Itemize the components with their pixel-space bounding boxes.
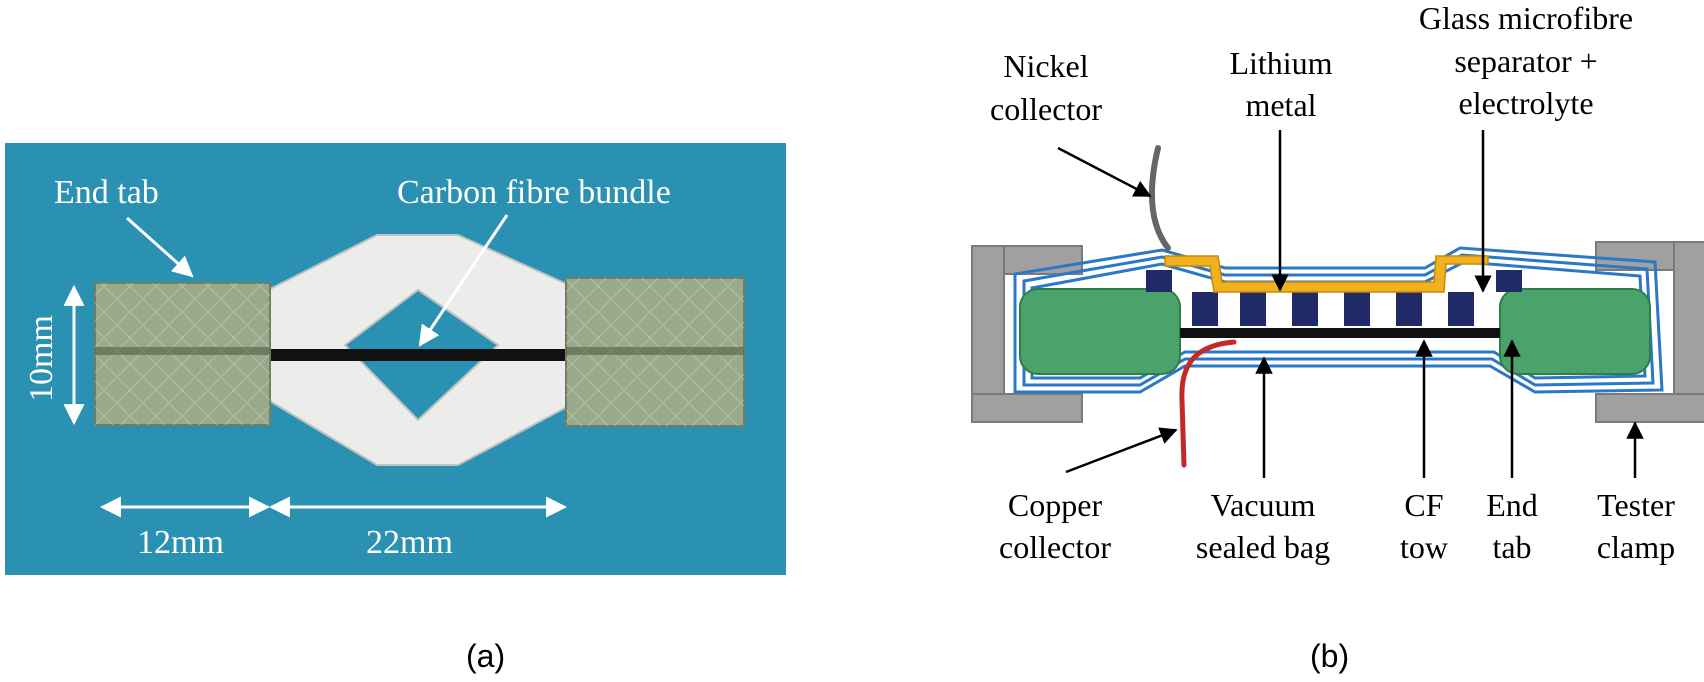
vacuum-label-line2: sealed bag [1196,529,1330,565]
tester-label-line1: Tester [1597,487,1675,523]
panel-b-diagram: Nickel collector Lithium metal Glass mic… [971,0,1704,565]
cf-label-line2: tow [1400,529,1448,565]
copper-collector [1179,339,1237,468]
lithium-label-line1: Lithium [1229,45,1332,81]
endtab-label-line2: tab [1492,529,1531,565]
height-dimension-label: 10mm [23,315,60,402]
panel-a-photo: End tab Carbon fibre bundle 10mm 12mm 22… [5,143,786,575]
copper-label-line2: collector [999,529,1111,565]
glass-label-line2: separator + [1454,43,1597,79]
vacuum-label-line1: Vacuum [1211,487,1316,523]
tester-clamp-left [971,245,1083,423]
cf-tow [1180,328,1500,338]
cf-label-line1: CF [1404,487,1443,523]
end-tab-left-fibre [95,347,270,355]
bundle-arrow [418,214,509,347]
tester-label-line2: clamp [1597,529,1675,565]
tester-clamp-right [1595,241,1704,423]
endtab-label-line1: End [1486,487,1538,523]
nickel-collector [1149,145,1171,251]
copper-label-line1: Copper [1008,487,1103,523]
nickel-arrow [1057,146,1152,198]
tab-width-dimension-label: 12mm [137,524,224,561]
vacuum-bag-outer [1013,246,1664,394]
end-tab-left-block [1019,288,1181,375]
panel-a-label: (a) [466,638,505,674]
glass-separator [1146,270,1522,326]
carbon-fibre-bundle [250,349,590,361]
end-tab-label: End tab [54,174,159,211]
nickel-label-line2: collector [990,91,1102,127]
nickel-label-line1: Nickel [1003,48,1088,84]
panel-b-label: (b) [1310,638,1349,674]
end-tab-right-fibre [566,347,744,355]
vacuum-bag-middle [1022,253,1655,387]
lithium-label-line2: metal [1245,87,1316,123]
end-tab-right-block [1499,288,1651,375]
bundle-label: Carbon fibre bundle [397,174,671,211]
copper-arrow [1065,427,1178,474]
lithium-metal [1164,255,1489,293]
gauge-width-dimension-label: 22mm [366,524,453,561]
glass-label-line1: Glass microfibre [1419,0,1633,36]
glass-label-line3: electrolyte [1458,85,1593,121]
end-tab-arrow [126,216,194,278]
